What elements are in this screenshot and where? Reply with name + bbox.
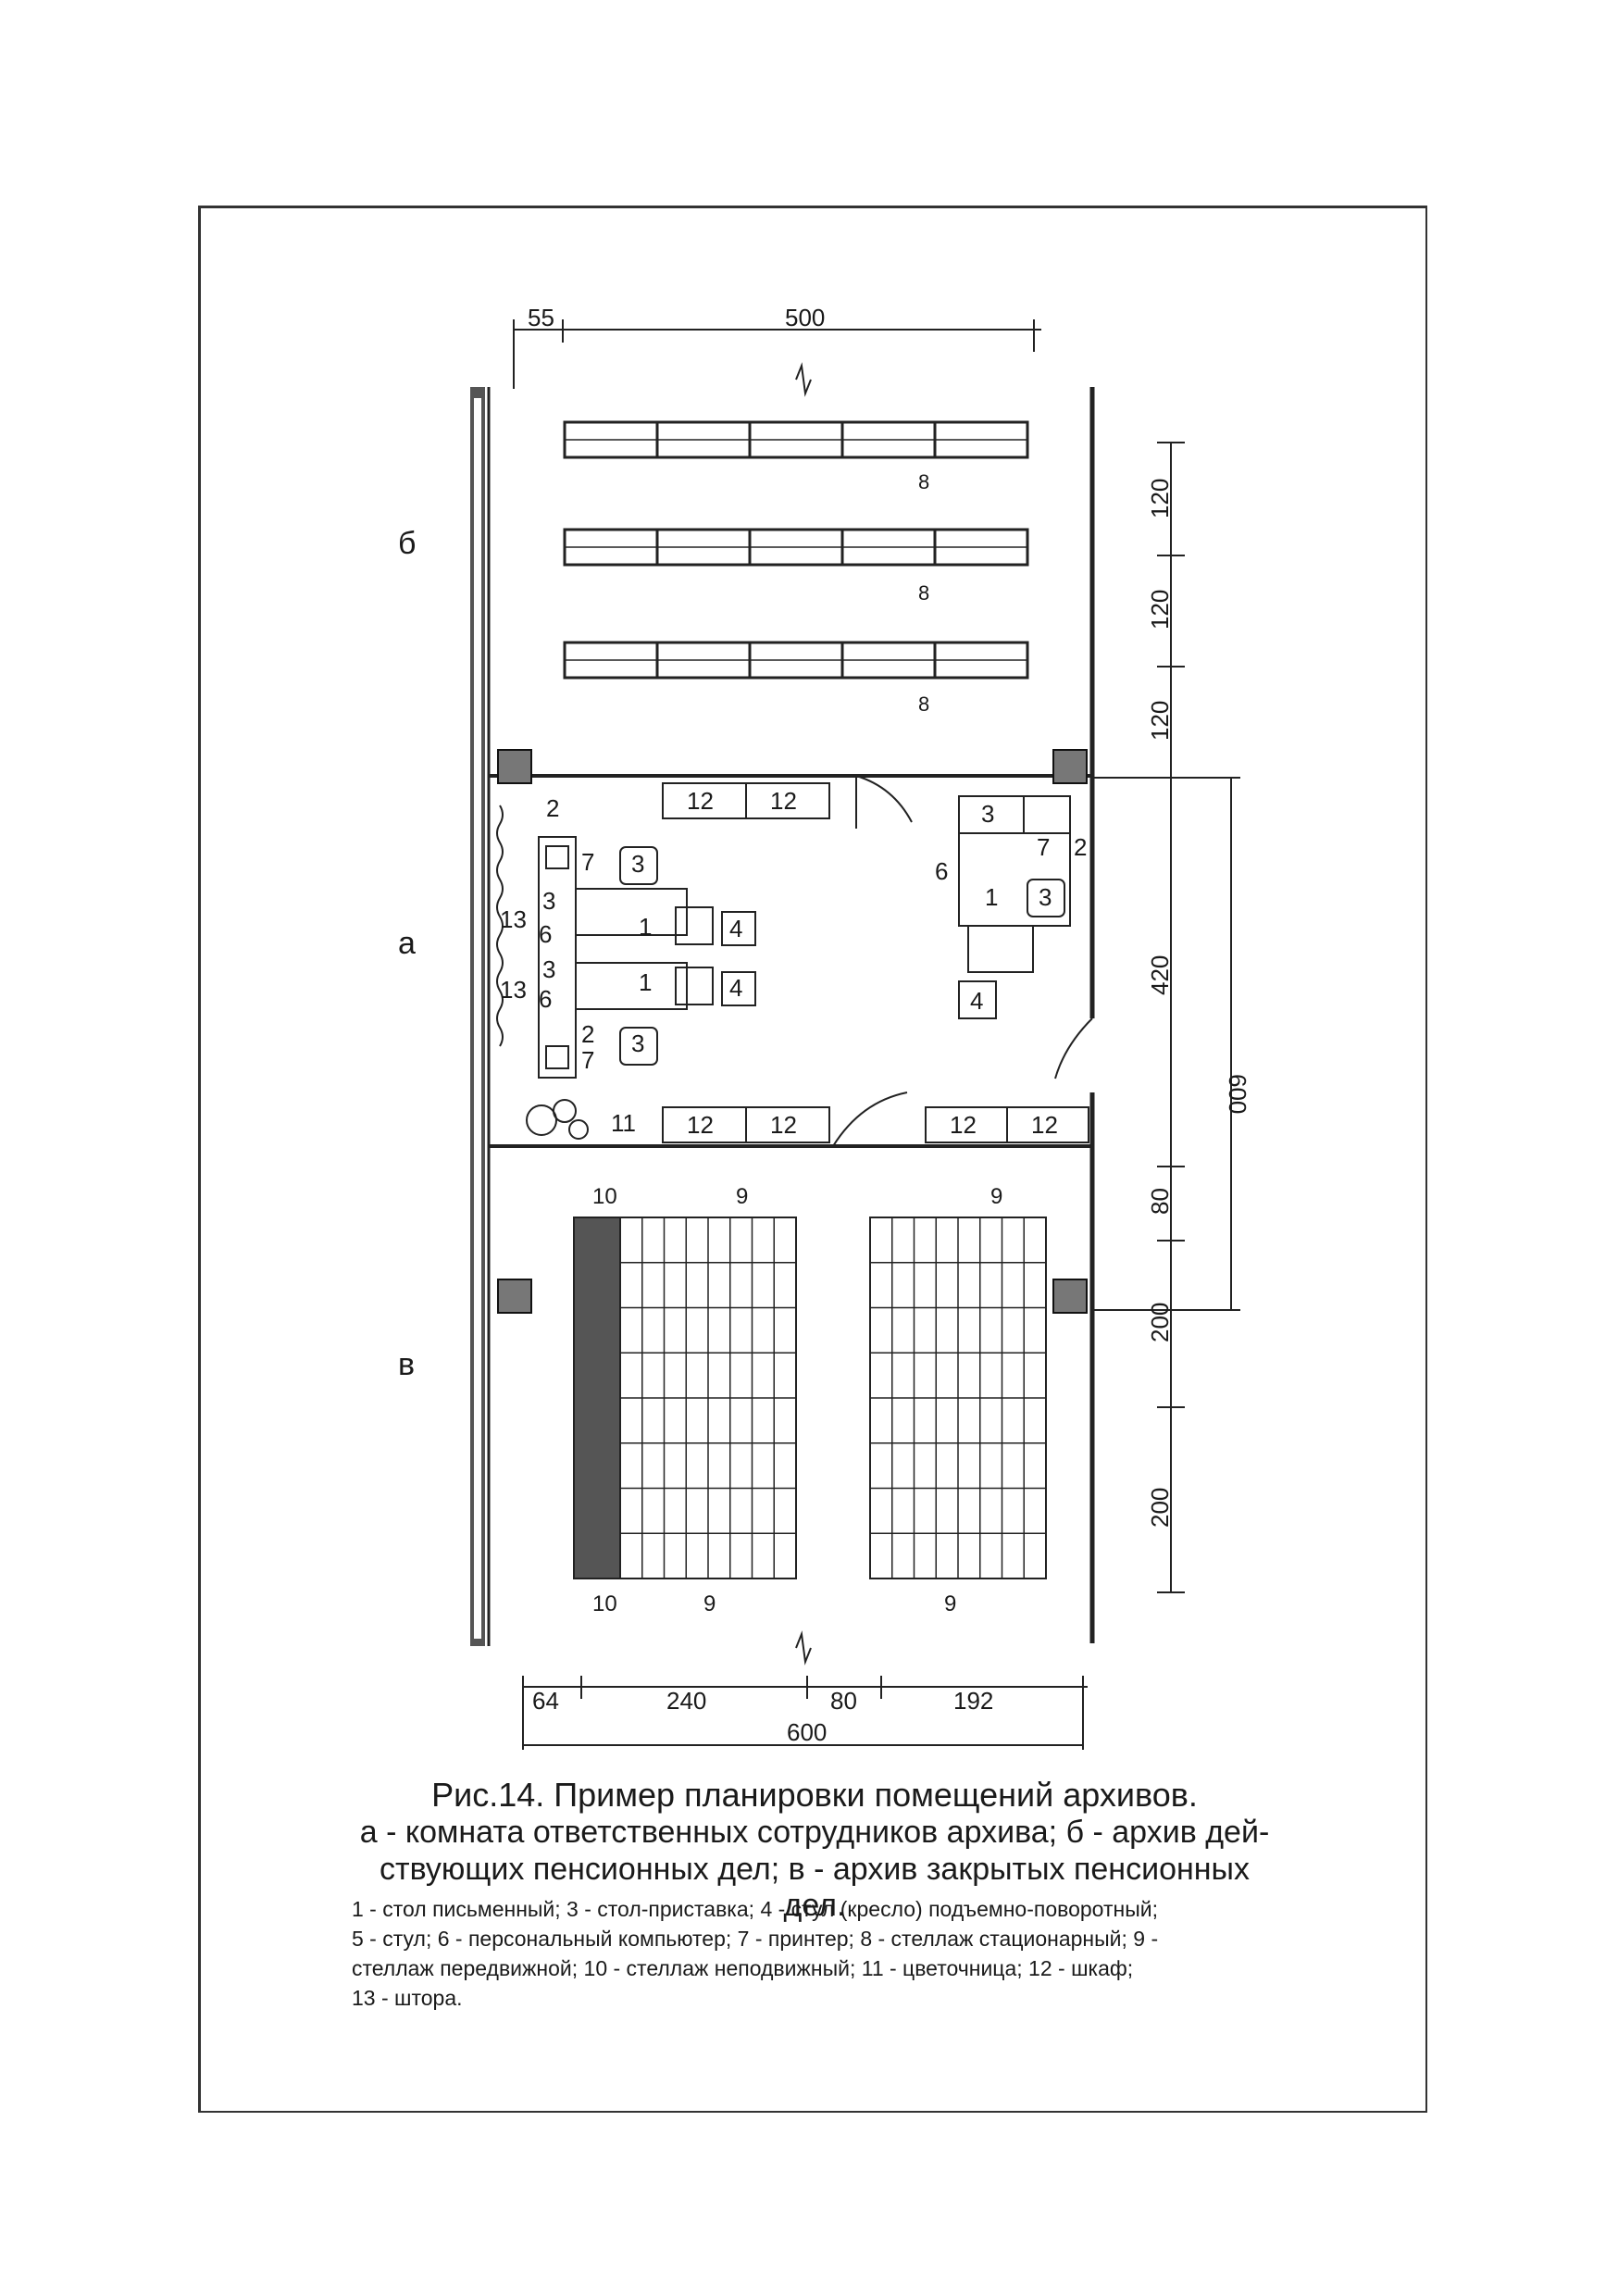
dim-top-main: 500 [785, 304, 825, 331]
num-1-left-b: 1 [639, 968, 652, 996]
label-9-bottom-left: 9 [703, 1591, 716, 1616]
num-3-right-chair: 3 [1039, 883, 1052, 911]
num-13-a: 13 [500, 905, 527, 933]
num-4-right: 4 [970, 987, 983, 1015]
figure-caption-line: а - комната ответственных сотрудников ар… [359, 1815, 1270, 1850]
dim-right-outer: 600 [1224, 1074, 1251, 1114]
num-4-left-a: 4 [729, 915, 742, 942]
dim-right-7: 200 [1146, 1488, 1174, 1528]
dim-right-5: 80 [1146, 1188, 1174, 1215]
dim-right-1: 120 [1146, 479, 1174, 518]
room-letter-a: а [398, 926, 416, 961]
cabinet-label-3: 12 [687, 1111, 714, 1139]
room-letter-v: в [398, 1347, 415, 1382]
num-3-left-chair: 3 [631, 850, 644, 878]
shelf-label-3: 8 [918, 693, 929, 716]
legend-line: 13 - штора. [352, 1986, 463, 2010]
room-a-labels: 12 12 12 12 12 12 2 7 3 3 6 1 4 3 6 1 4 … [500, 787, 1087, 1139]
dim-top-left: 55 [528, 304, 554, 331]
num-1-right: 1 [985, 883, 998, 911]
figure-caption-line: ствующих пенсионных дел; в - архив закры… [380, 1852, 1250, 1923]
dim-right-3: 120 [1146, 701, 1174, 741]
num-4-left-b: 4 [729, 974, 742, 1002]
figure-caption-title: Рис.14. Пример планировки помещений архи… [431, 1776, 1198, 1814]
num-6-right: 6 [935, 857, 948, 885]
num-11: 11 [611, 1109, 636, 1137]
cabinet-label-6: 12 [1031, 1111, 1058, 1139]
legend-line: стеллаж передвижной; 10 - стеллаж неподв… [352, 1956, 1134, 1980]
num-1-left-a: 1 [639, 913, 652, 941]
dim-bottom-3: 80 [830, 1687, 857, 1715]
num-7-right: 7 [1037, 833, 1050, 861]
label-10-top: 10 [592, 1184, 617, 1209]
num-13-b: 13 [500, 976, 527, 1004]
label-10-bottom: 10 [592, 1591, 617, 1616]
num-3-left-b: 3 [542, 955, 555, 983]
cabinet-label-4: 12 [770, 1111, 797, 1139]
room-b-shelves [563, 420, 1029, 680]
page-frame [198, 206, 1427, 2113]
num-7-left-top: 7 [581, 848, 594, 876]
shelf-label-1: 8 [918, 470, 929, 493]
num-2-right: 2 [1074, 833, 1087, 861]
num-7-left-bottom: 7 [581, 1046, 594, 1074]
num-2-left-top: 2 [546, 794, 559, 822]
room-a-furniture [496, 782, 1089, 1143]
num-6-left-b: 6 [539, 985, 552, 1013]
dimension-lines [513, 319, 1240, 1750]
dim-bottom-4: 192 [953, 1687, 993, 1715]
num-2-left-bottom: 2 [581, 1020, 594, 1048]
dim-bottom-total: 600 [787, 1718, 827, 1746]
room-letter-b: б [398, 526, 416, 561]
dim-right-2: 120 [1146, 590, 1174, 630]
dimension-labels: 55 500 120 120 120 420 80 200 200 600 64… [528, 304, 1251, 1746]
dim-right-6: 200 [1146, 1303, 1174, 1342]
num-3-right-top: 3 [981, 800, 994, 828]
num-3-left-chair-b: 3 [631, 1029, 644, 1057]
cabinet-label-1: 12 [687, 787, 714, 815]
shelf-label-2: 8 [918, 581, 929, 605]
dim-bottom-2: 240 [666, 1687, 706, 1715]
label-9-top-left: 9 [736, 1184, 748, 1209]
dim-right-4: 420 [1146, 955, 1174, 995]
room-v-labels: 10 9 9 10 9 9 [592, 1184, 1002, 1616]
rack-grid [620, 1217, 1046, 1578]
dim-bottom-1: 64 [532, 1687, 559, 1715]
room-letters: б а в [398, 526, 416, 1382]
legend-line: 1 - стол письменный; 3 - стол-приставка;… [352, 1897, 1158, 1921]
legend-line: 5 - стул; 6 - персональный компьютер; 7 … [352, 1927, 1159, 1951]
num-3-left-a: 3 [542, 887, 555, 915]
num-6-left-a: 6 [539, 920, 552, 948]
walls [470, 387, 1095, 1646]
label-9-bottom-right: 9 [944, 1591, 956, 1616]
label-9-top-right: 9 [990, 1184, 1002, 1209]
cabinet-label-5: 12 [950, 1111, 977, 1139]
cabinet-label-2: 12 [770, 787, 797, 815]
room-b-shelf-labels: 8 8 8 [918, 470, 929, 716]
